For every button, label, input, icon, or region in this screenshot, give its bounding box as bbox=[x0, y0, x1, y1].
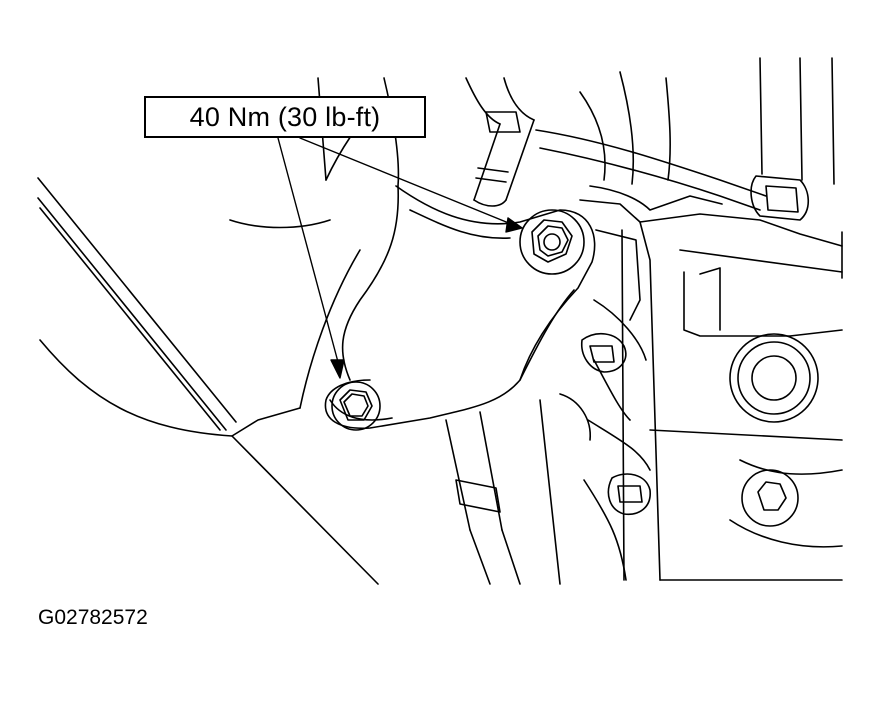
lower-post bbox=[445, 393, 591, 585]
upper-bolt bbox=[519, 209, 585, 275]
engine-block bbox=[579, 57, 843, 581]
leader-lines bbox=[277, 137, 523, 379]
torque-callout: 40 Nm (30 lb-ft) bbox=[144, 96, 426, 138]
figure-id-label: G02782572 bbox=[38, 606, 148, 629]
mounting-bracket bbox=[229, 77, 596, 430]
upper-tube bbox=[465, 77, 767, 211]
right-studs bbox=[580, 333, 843, 548]
lower-bolt bbox=[331, 381, 381, 431]
left-rail bbox=[37, 177, 379, 585]
